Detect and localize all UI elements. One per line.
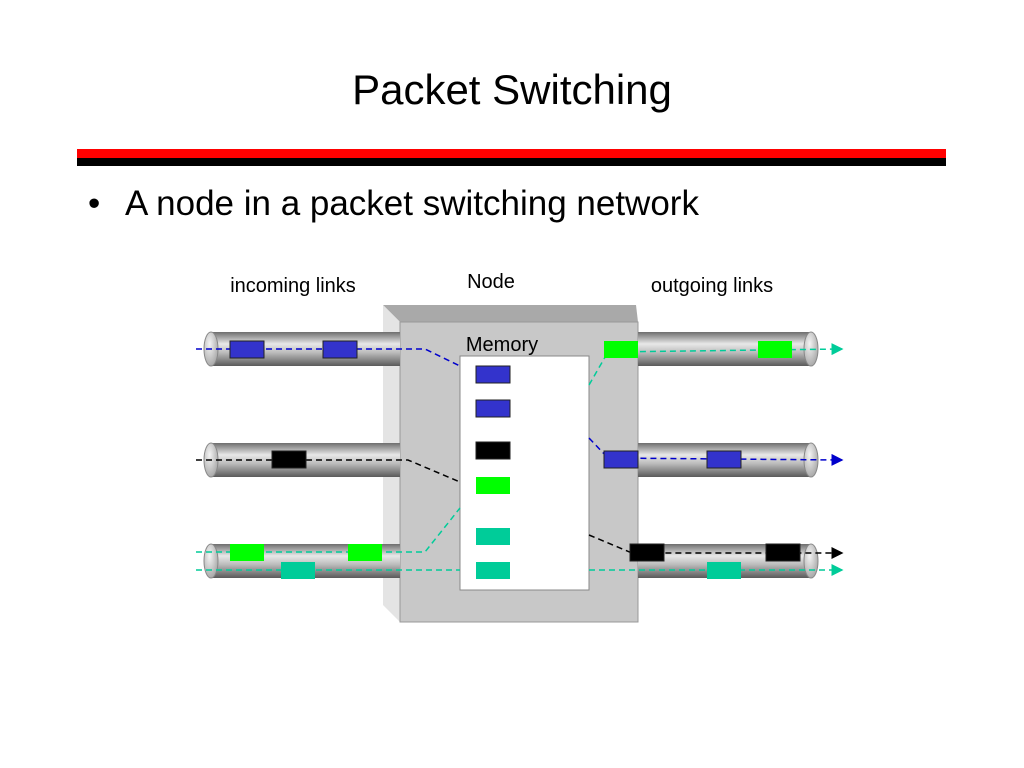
memory-packet-teal	[476, 528, 510, 545]
outgoing-packet-green	[604, 341, 638, 358]
bullet-dot: •	[88, 184, 101, 223]
memory-label: Memory	[466, 334, 538, 356]
incoming-links-label: incoming links	[230, 275, 356, 297]
memory-packet-teal	[476, 562, 510, 579]
incoming-packet-black	[271, 450, 307, 469]
memory-buffer	[459, 355, 590, 591]
outgoing-packet-green	[758, 341, 792, 358]
bullet-item: • A node in a packet switching network	[88, 184, 699, 224]
outgoing-packet-blue	[603, 450, 639, 469]
memory-packet-green	[476, 477, 510, 494]
title-rule-black	[77, 158, 946, 166]
flow-path-black-out	[588, 534, 844, 559]
packets	[229, 340, 801, 579]
outgoing-packet-teal	[707, 562, 741, 579]
slide-title: Packet Switching	[352, 66, 672, 113]
outgoing-packet-blue	[706, 450, 742, 469]
bullet-text: A node in a packet switching network	[125, 184, 699, 223]
incoming-packet-green	[348, 544, 382, 561]
memory-packet-blue	[475, 399, 511, 418]
title-rule-red	[77, 149, 946, 158]
flow-path-blue-in	[196, 348, 461, 367]
incoming-packet-blue	[229, 340, 265, 359]
outgoing-packet-black	[629, 543, 665, 562]
incoming-packet-green	[230, 544, 264, 561]
memory-packet-black	[475, 441, 511, 460]
flow-path-blue-out	[588, 437, 844, 466]
flow-path-black-in	[196, 459, 461, 483]
incoming-packet-blue	[322, 340, 358, 359]
outgoing-links-label: outgoing links	[651, 275, 773, 297]
outgoing-packet-black	[765, 543, 801, 562]
incoming-packet-teal	[281, 562, 315, 579]
memory-packet-blue	[475, 365, 511, 384]
node-label: Node	[467, 271, 515, 293]
